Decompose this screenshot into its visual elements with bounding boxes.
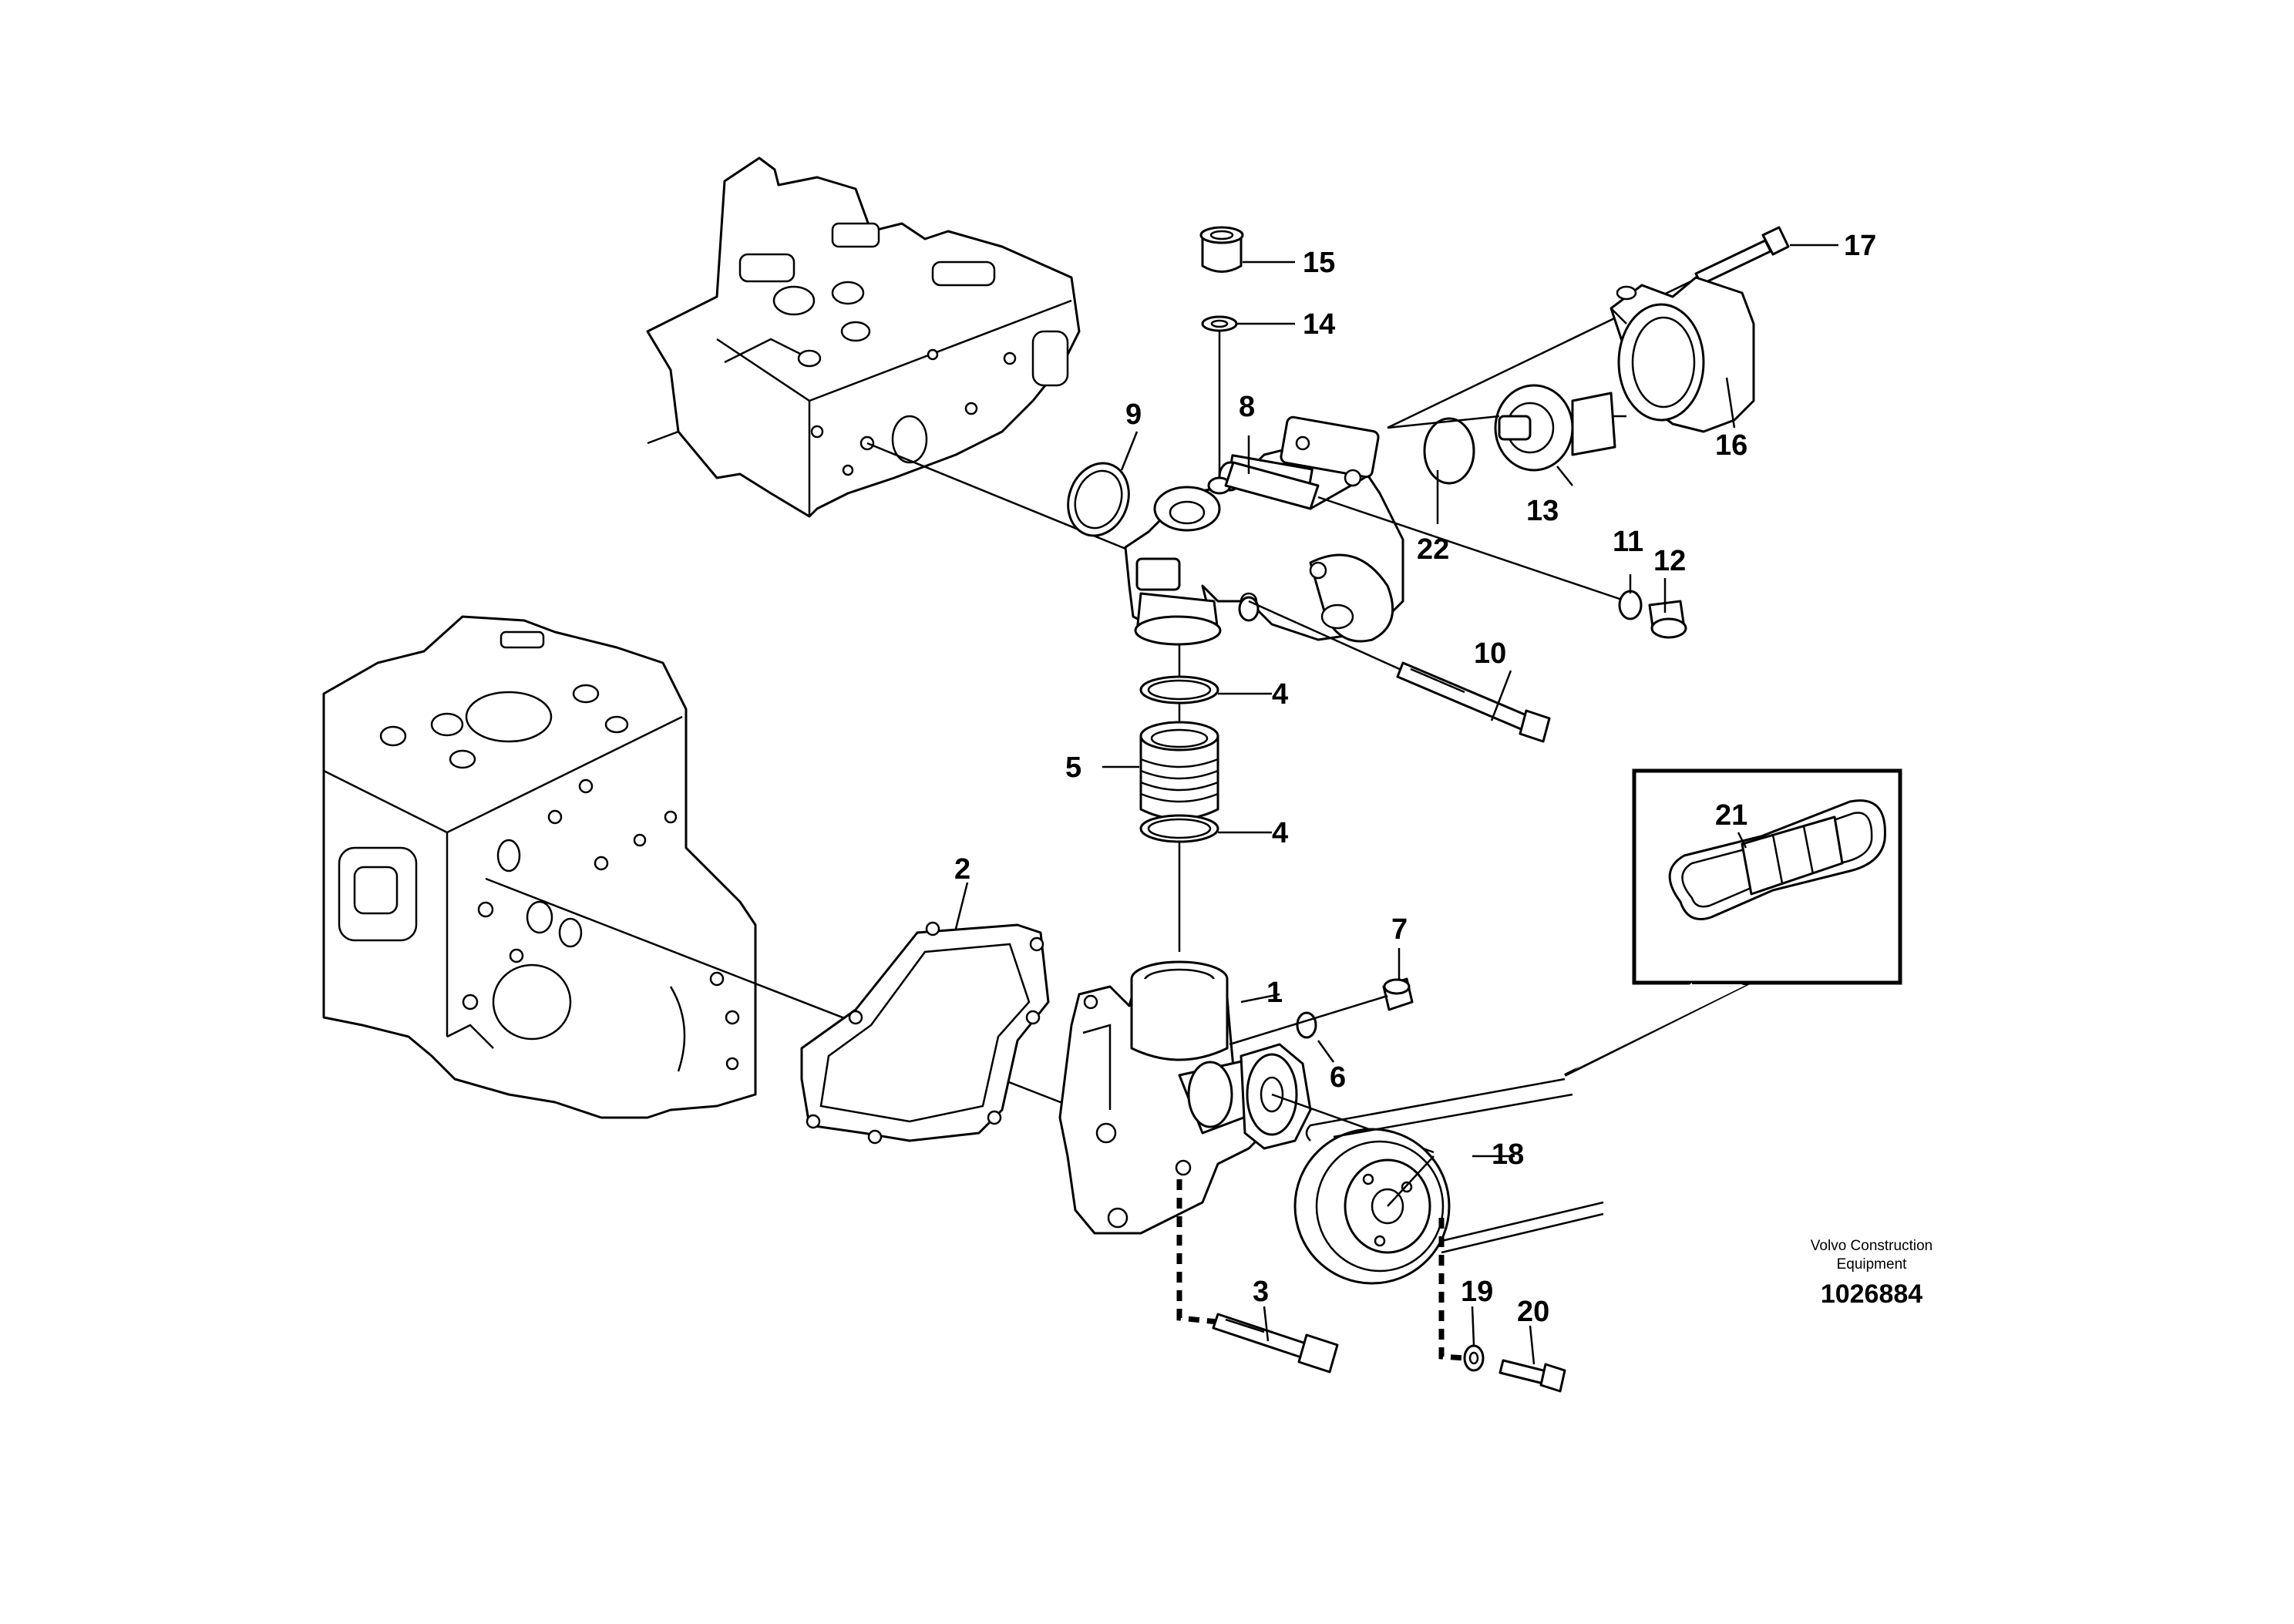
washer-6: [1296, 1011, 1317, 1039]
callout-labels: 15 14 17 16 9 8 22 13 11 12 10 4 5 4 2 7…: [954, 230, 1876, 1328]
callout-22: 22: [1417, 533, 1449, 566]
cylinder-head: [646, 156, 1081, 518]
plug-7: [1229, 977, 1414, 1046]
plug-12: [1648, 600, 1687, 639]
bolt-10: [1248, 600, 1551, 743]
water-pump-1: [1058, 960, 1435, 1235]
washer-19: [1463, 1344, 1485, 1372]
callout-12: 12: [1653, 545, 1686, 577]
callout-14: 14: [1303, 308, 1335, 341]
callout-2: 2: [954, 853, 970, 886]
callout-5: 5: [1065, 751, 1081, 784]
gasket-2: [800, 921, 1050, 1145]
credit-line-2: Equipment: [1837, 1256, 1908, 1273]
o-ring-9: [1067, 462, 1130, 537]
plug-15: [1199, 226, 1244, 273]
belt-inset: [1564, 768, 1902, 1077]
callout-8: 8: [1239, 391, 1255, 423]
callout-6: 6: [1330, 1061, 1346, 1094]
washer-11: [1618, 590, 1643, 620]
callout-1: 1: [1266, 977, 1283, 1009]
water-outlet-16: [1610, 276, 1755, 433]
bolt-20: [1498, 1359, 1566, 1393]
thermostat-13: [1494, 384, 1626, 472]
engine-block: [322, 615, 757, 1119]
washer-14: [1201, 315, 1238, 332]
publisher-credit: Volvo Construction Equipment 1026884: [1811, 1238, 1932, 1309]
dashed-connector-3: [1176, 1179, 1219, 1325]
callout-4-lower: 4: [1272, 817, 1288, 849]
illustration-code: 1026884: [1821, 1279, 1922, 1309]
callout-11: 11: [1613, 526, 1643, 558]
o-ring-22: [1423, 417, 1475, 485]
callout-9: 9: [1125, 398, 1142, 431]
callout-21: 21: [1715, 799, 1747, 832]
callout-15: 15: [1303, 247, 1335, 279]
callout-3: 3: [1253, 1276, 1269, 1308]
thermostat-housing: [1124, 415, 1404, 646]
callout-7: 7: [1391, 913, 1408, 946]
callout-13: 13: [1526, 495, 1559, 527]
callout-16: 16: [1715, 429, 1747, 462]
callout-20: 20: [1517, 1296, 1549, 1328]
belt-21: [1668, 799, 1886, 920]
sleeve-5: [1139, 721, 1219, 820]
callout-18: 18: [1492, 1138, 1524, 1171]
credit-line-1: Volvo Construction: [1811, 1238, 1932, 1254]
callout-19: 19: [1461, 1276, 1493, 1308]
callout-10: 10: [1474, 637, 1506, 670]
callout-4-upper: 4: [1272, 678, 1288, 711]
callout-17: 17: [1844, 230, 1876, 262]
dashed-connector-19: [1438, 1218, 1465, 1361]
pulley-18: [1293, 1078, 1604, 1285]
bolt-3: [1212, 1313, 1339, 1374]
callout-leaders: [954, 244, 1838, 1365]
